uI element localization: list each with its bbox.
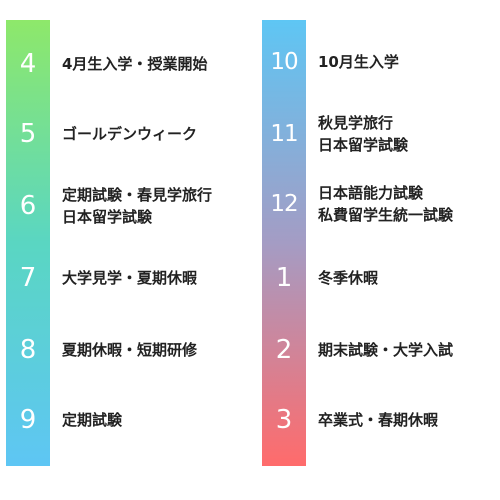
event-text: 大学見学・夏期休暇 — [62, 242, 197, 314]
event-text: 定期試験 — [62, 384, 122, 456]
calendar-entry: 4 4月生入学・授業開始 — [6, 28, 256, 100]
month-number: 10 — [270, 48, 298, 75]
month-number: 1 — [275, 263, 293, 293]
calendar-entry: 11 秋見学旅行 日本留学試験 — [262, 98, 494, 170]
event-line: 夏期休暇・短期研修 — [62, 341, 198, 359]
month-number: 4 — [19, 49, 37, 79]
event-line: 私費留学生統一試験 — [318, 206, 454, 224]
month-number: 12 — [270, 190, 298, 217]
event-line: 秋見学旅行 — [318, 114, 394, 132]
calendar-entry: 2 期末試験・大学入試 — [262, 314, 494, 386]
calendar-entry: 5 ゴールデンウィーク — [6, 98, 256, 170]
calendar-column-october-march: 10 10月生入学 11 秋見学旅行 日本留学試験 12 日本語能力試験 私費留… — [262, 20, 494, 466]
calendar-column-april-september: 4 4月生入学・授業開始 5 ゴールデンウィーク 6 定期試験・春見学旅行 日本… — [6, 20, 256, 466]
month-number: 2 — [275, 335, 293, 365]
event-line: 4月生入学・授業開始 — [62, 55, 208, 73]
calendar-entry: 6 定期試験・春見学旅行 日本留学試験 — [6, 170, 256, 242]
month-number: 5 — [19, 119, 37, 149]
event-line: 定期試験 — [62, 411, 123, 429]
event-line: 日本語能力試験 — [318, 184, 424, 202]
event-line: 大学見学・夏期休暇 — [62, 269, 198, 287]
event-line: 日本留学試験 — [318, 136, 409, 154]
event-line: 10月生入学 — [318, 53, 399, 71]
event-text: 期末試験・大学入試 — [318, 314, 453, 386]
calendar-entry: 12 日本語能力試験 私費留学生統一試験 — [262, 168, 494, 240]
month-number: 8 — [19, 335, 37, 365]
event-text: 冬季休暇 — [318, 242, 378, 314]
calendar-entry: 10 10月生入学 — [262, 26, 494, 98]
month-number: 3 — [275, 405, 293, 435]
event-line: 定期試験・春見学旅行 — [62, 186, 213, 204]
event-line: 期末試験・大学入試 — [318, 341, 454, 359]
event-text: 4月生入学・授業開始 — [62, 28, 207, 100]
calendar-entry: 1 冬季休暇 — [262, 242, 494, 314]
event-text: 10月生入学 — [318, 26, 399, 98]
event-line: 冬季休暇 — [318, 269, 379, 287]
event-text: 卒業式・春期休暇 — [318, 384, 438, 456]
calendar-entry: 3 卒業式・春期休暇 — [262, 384, 494, 456]
month-number: 9 — [19, 405, 37, 435]
event-line: ゴールデンウィーク — [62, 125, 198, 143]
event-line: 日本留学試験 — [62, 208, 153, 226]
event-text: 日本語能力試験 私費留学生統一試験 — [318, 168, 453, 240]
month-number: 11 — [270, 120, 298, 147]
event-line: 卒業式・春期休暇 — [318, 411, 439, 429]
calendar-entry: 9 定期試験 — [6, 384, 256, 456]
calendar-entry: 8 夏期休暇・短期研修 — [6, 314, 256, 386]
calendar-entry: 7 大学見学・夏期休暇 — [6, 242, 256, 314]
event-text: 夏期休暇・短期研修 — [62, 314, 197, 386]
month-number: 6 — [19, 191, 37, 221]
gradient-bar-left — [6, 20, 50, 466]
event-text: 秋見学旅行 日本留学試験 — [318, 98, 408, 170]
month-number: 7 — [19, 263, 37, 293]
gradient-bar-right — [262, 20, 306, 466]
event-text: ゴールデンウィーク — [62, 98, 197, 170]
event-text: 定期試験・春見学旅行 日本留学試験 — [62, 170, 212, 242]
